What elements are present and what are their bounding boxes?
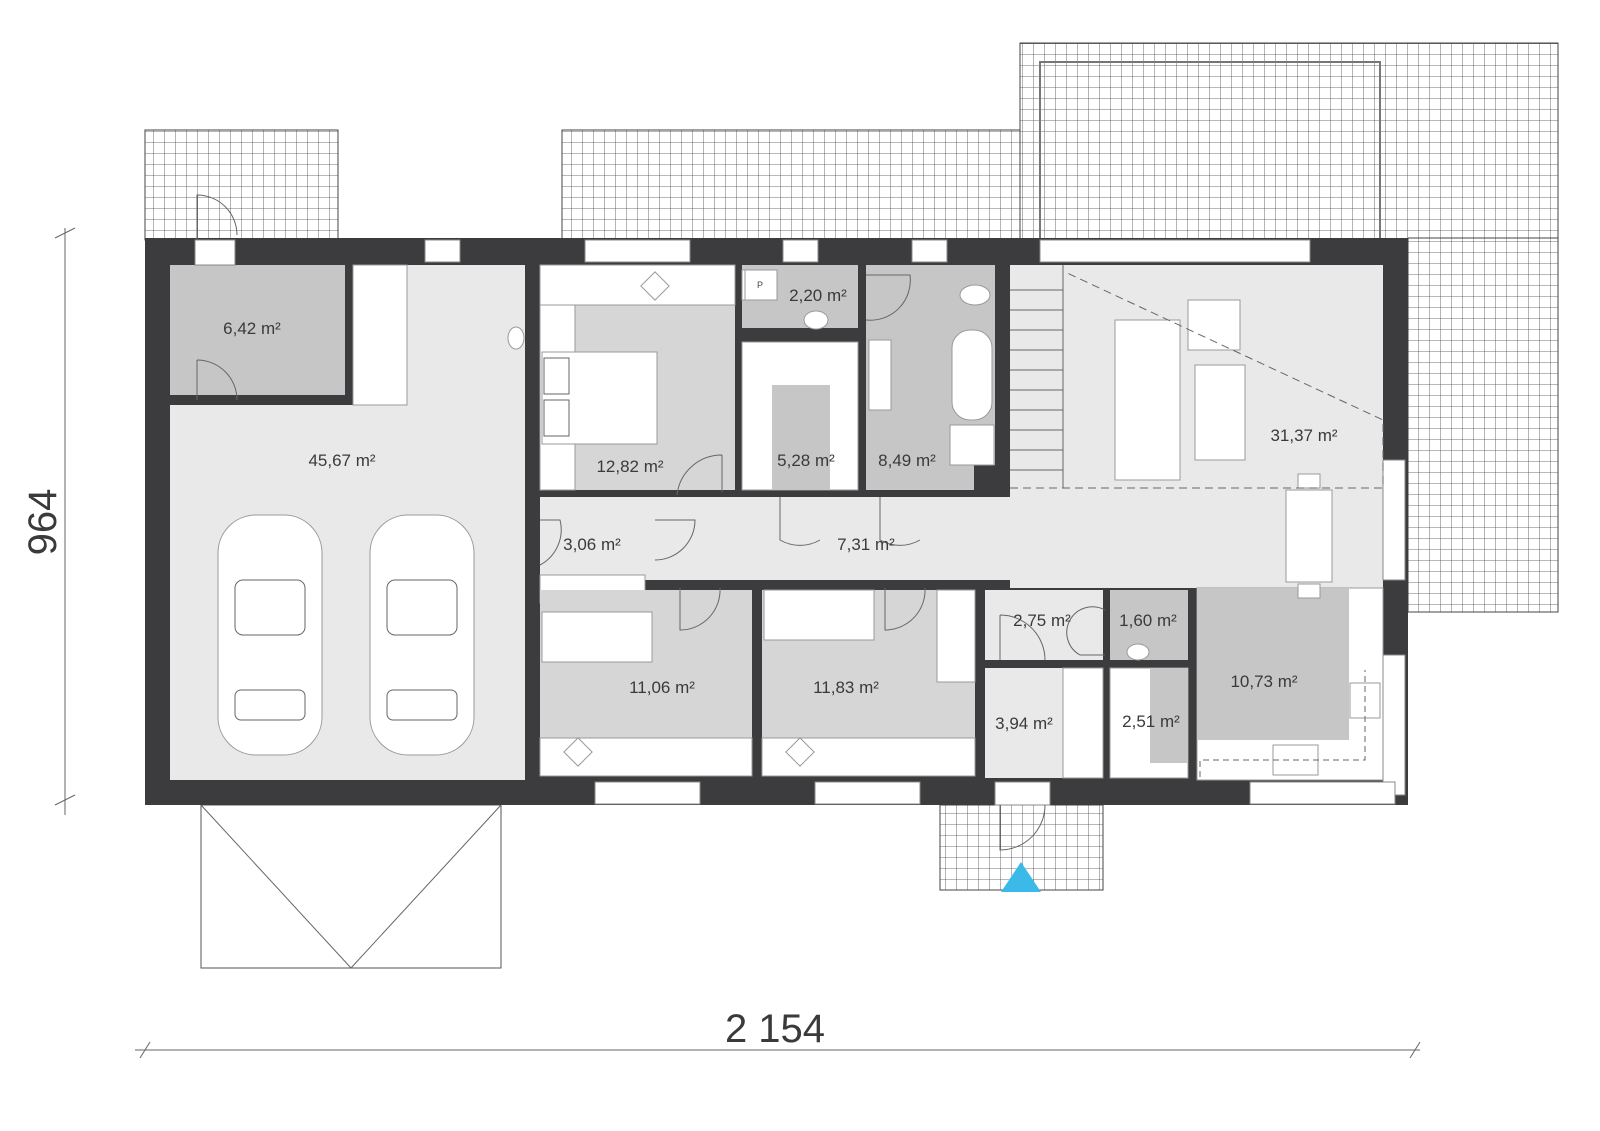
- room-area-storage: 6,42 m²: [223, 319, 281, 338]
- car-icon: [217, 514, 323, 756]
- entrance-arrow-icon: [1001, 862, 1041, 892]
- furniture: P: [217, 265, 1384, 777]
- bed-icon: [763, 589, 875, 641]
- dimension-width-label: 2 154: [725, 1007, 825, 1051]
- desk-icon: [785, 737, 815, 767]
- room-area-garage: 45,67 m²: [308, 451, 375, 470]
- room-area-bathroom: 8,49 m²: [878, 451, 936, 470]
- room-area-vestibule: 2,75 m²: [1013, 611, 1071, 630]
- terrace-top: [561, 129, 1023, 241]
- room-area-wardrobe: 5,28 m²: [777, 451, 835, 470]
- toilet-icon: [959, 284, 991, 306]
- sink-icon: [803, 310, 829, 330]
- room-area-bedroom-1: 12,82 m²: [596, 457, 663, 476]
- room-area-bedroom-3: 11,83 m²: [813, 678, 879, 697]
- stairs-icon: [1010, 265, 1384, 489]
- shower-icon: [949, 424, 995, 466]
- bed-icon: [541, 611, 653, 663]
- desk-icon: [563, 737, 593, 767]
- terrace-right: [1019, 42, 1559, 241]
- room-area-wc-2: 1,60 m²: [1119, 611, 1177, 630]
- boiler-icon: [744, 269, 778, 301]
- doors: [196, 194, 1106, 851]
- room-area-pantry: 2,51 m²: [1122, 712, 1180, 731]
- bed-icon: [541, 351, 658, 445]
- windows: [194, 239, 1406, 806]
- dining-table-icon: [1285, 473, 1333, 599]
- bathtub-icon: [951, 329, 993, 421]
- room-area-hall: 7,31 m²: [837, 535, 895, 554]
- terrace-left: [144, 129, 339, 241]
- room-area-entrance: 3,94 m²: [995, 714, 1053, 733]
- room-area-kitchen: 10,73 m²: [1230, 672, 1297, 691]
- dimension-depth: 964: [21, 227, 76, 815]
- terraces: [144, 42, 1559, 891]
- room-area-living-room: 31,37 m²: [1270, 426, 1337, 445]
- carport: [200, 804, 502, 969]
- sofa-icon: [1114, 299, 1246, 481]
- room-area-closet: 3,06 m²: [563, 535, 621, 554]
- car-icon: [369, 514, 475, 756]
- terrace-right-side: [1407, 237, 1559, 613]
- sink-icon: [868, 339, 892, 411]
- dimension-depth-label: 964: [21, 489, 65, 556]
- room-area-wc-1: 2,20 m²: [789, 286, 847, 305]
- dimension-width: 2 154: [135, 1007, 1421, 1059]
- sink-icon: [1126, 643, 1150, 661]
- room-labels: 6,42 m² 45,67 m² 12,82 m² 2,20 m² 5,28 m…: [223, 286, 1338, 733]
- desk-icon: [640, 271, 670, 301]
- boiler-label: P: [757, 280, 763, 290]
- sink-icon: [507, 326, 525, 350]
- room-area-bedroom-2: 11,06 m²: [629, 678, 695, 697]
